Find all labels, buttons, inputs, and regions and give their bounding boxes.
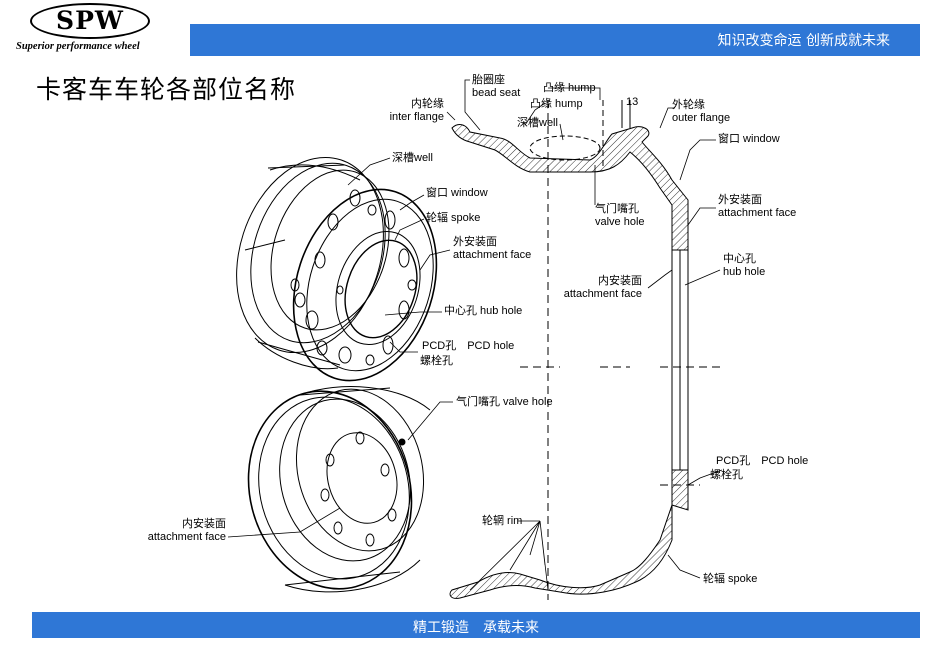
label-well-top: 深槽well [392, 152, 433, 164]
leader-lines [227, 79, 723, 591]
label-inner-flange: 内轮缘 inter flange [389, 98, 444, 123]
wheel-bottom-perspective [247, 386, 431, 593]
label-spoke-top: 轮辐 spoke [426, 212, 481, 224]
label-outer-attachment: 外安装面 attachment face [718, 194, 797, 219]
label-pcd-hole-section: PCD孔 PCD hole [716, 455, 809, 467]
label-hump-2: 凸缘 hump [530, 98, 583, 110]
label-outer-flange: 外轮缘 outer flange [672, 99, 731, 124]
logo-tagline: Superior performance wheel [16, 41, 140, 52]
logo: SPW [30, 3, 150, 39]
footer-slogan: 精工锻造 承载未来 [413, 620, 539, 636]
label-bead-seat: 胎圈座 bead seat [472, 74, 521, 99]
header-slogan: 知识改变命运 创新成就未来 [717, 33, 890, 49]
wheel-cross-section [449, 100, 720, 600]
label-hub-hole-top: 中心孔 hub hole [444, 305, 523, 317]
header-bar: 知识改变命运 创新成就未来 [190, 24, 920, 56]
footer-bar: 精工锻造 承载未来 [32, 612, 920, 638]
label-window-top: 窗口 window [426, 187, 488, 199]
label-pcd-hole-top: PCD孔 PCD hole [422, 340, 515, 352]
page-title: 卡客车车轮各部位名称 [36, 75, 297, 104]
wheel-top-perspective [236, 156, 438, 382]
label-window-section: 窗口 window [718, 133, 780, 145]
label-inner-attachment-bottom: 内安装面 attachment face [147, 518, 226, 543]
label-inner-attachment-section: 内安装面 attachment face [563, 275, 642, 300]
label-bolt-hole-top: 螺栓孔 [420, 355, 453, 367]
label-hub-hole-section: 中心孔 hub hole [723, 253, 766, 278]
label-hump-1: 凸缘 hump [543, 82, 596, 94]
label-rim: 轮辋 rim [482, 515, 523, 527]
label-valve-hole-bottom: 气门嘴孔 valve hole [456, 396, 553, 408]
label-attachment-top: 外安装面 attachment face [453, 236, 532, 261]
label-valve-hole-section: 气门嘴孔 valve hole [595, 203, 645, 228]
label-spoke-section: 轮辐 spoke [703, 573, 758, 585]
label-well-section: 深槽well [517, 117, 558, 129]
logo-text: SPW [56, 6, 124, 35]
label-bolt-hole-section: 螺栓孔 [710, 469, 743, 481]
label-dim-13: 13 [626, 96, 639, 108]
